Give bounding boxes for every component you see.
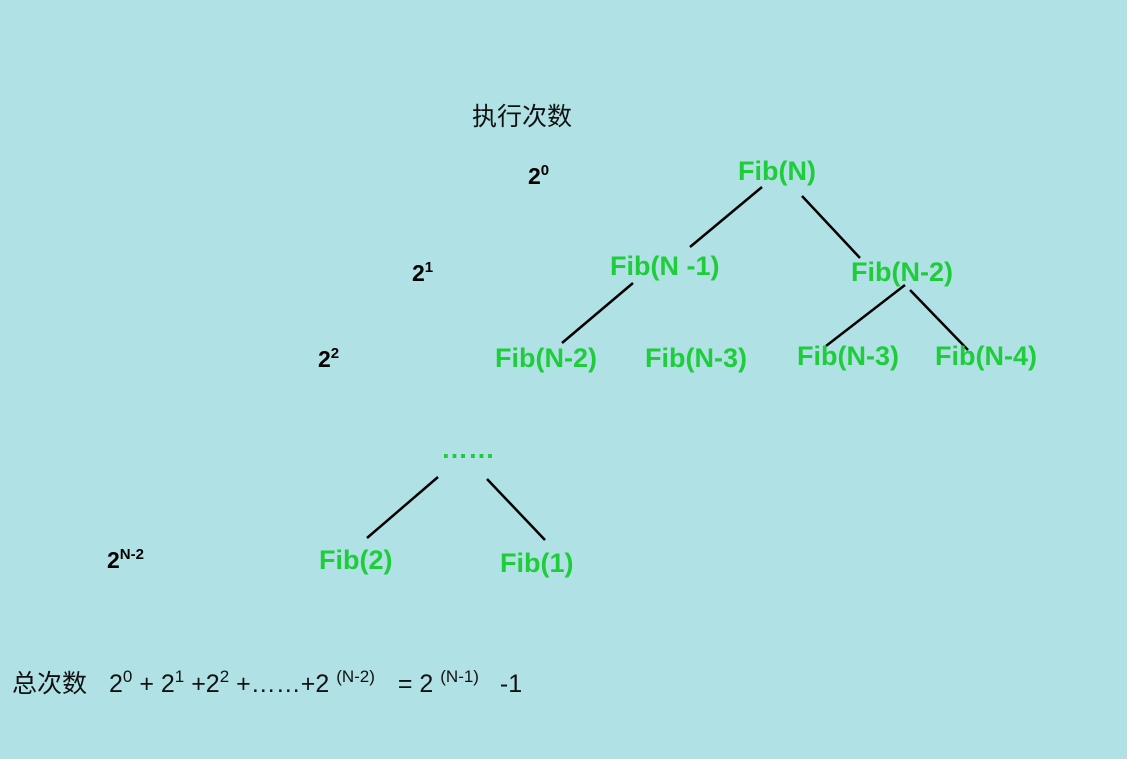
level-exp: 2 [330, 345, 340, 362]
formula-exp: (N-1) [440, 667, 479, 686]
formula-term: 2 [109, 670, 123, 698]
edge-l1right-right [909, 289, 969, 351]
level-base: 2 [528, 163, 541, 189]
formula-term: = 2 [390, 670, 441, 698]
node-l1-left: Fib(N -1) [610, 251, 720, 281]
formula-exp: 2 [219, 667, 230, 686]
level-count-2: 22 [318, 346, 339, 371]
node-leaf-left: Fib(2) [319, 545, 393, 575]
level-count-n: 2N-2 [107, 547, 144, 572]
level-base: 2 [318, 346, 331, 372]
formula-exp: 0 [122, 667, 133, 686]
edge-root-right [801, 195, 861, 259]
node-l2-a: Fib(N-2) [495, 343, 597, 373]
level-count-0: 20 [528, 163, 549, 188]
node-l2-d: Fib(N-4) [935, 341, 1037, 371]
formula-exp: 1 [174, 667, 185, 686]
level-base: 2 [412, 260, 425, 286]
node-ellipsis: …… [441, 434, 495, 464]
level-count-1: 21 [412, 260, 433, 285]
level-exp: 1 [424, 259, 434, 276]
node-l2-b: Fib(N-3) [645, 343, 747, 373]
formula-term: +2 [184, 670, 220, 698]
node-leaf-right: Fib(1) [500, 548, 574, 578]
edge-root-left [689, 186, 763, 248]
formula-term: -1 [492, 670, 523, 698]
level-base: 2 [107, 547, 120, 573]
formula-term: + 2 [132, 670, 175, 698]
node-root: Fib(N) [738, 156, 816, 186]
formula-term: +……+2 [229, 670, 337, 698]
level-exp: 0 [540, 162, 550, 179]
node-l2-c: Fib(N-3) [797, 341, 899, 371]
edge-l1left-child [561, 282, 634, 344]
title-execution-count: 执行次数 [472, 103, 573, 131]
edge-leaf-left [366, 476, 439, 539]
formula-exp: (N-2) [336, 667, 375, 686]
node-l1-right: Fib(N-2) [851, 257, 953, 287]
level-exp: N-2 [119, 546, 144, 563]
formula-label: 总次数 [12, 670, 88, 698]
edge-leaf-right [486, 478, 546, 541]
edge-l1right-left [825, 284, 906, 347]
